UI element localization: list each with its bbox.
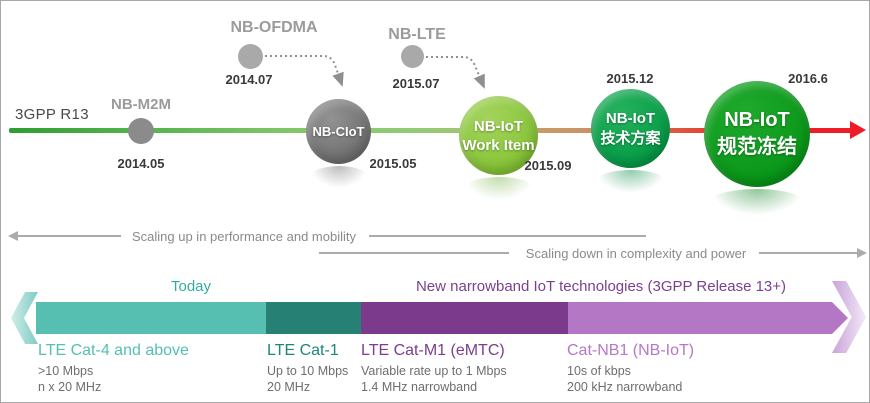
- workitem-reflection: [464, 177, 534, 200]
- cat1-title: LTE Cat-1: [267, 342, 339, 359]
- milestone-circle-workitem: NB-IoT Work Item: [459, 96, 538, 175]
- milestone-date-nb-lte: 2015.07: [392, 76, 440, 91]
- nb-ciot-label: NB-CIoT: [312, 124, 365, 139]
- milestone-dot-nb-ofdma: [238, 44, 263, 69]
- freeze-label-line2: 规范冻结: [717, 136, 797, 158]
- catm1-line1: Variable rate up to 1 Mbps: [361, 364, 507, 378]
- scaling-up-line-right: [369, 235, 646, 237]
- tech-reflection: [596, 170, 666, 193]
- timeline-forward-arrow-icon: [850, 121, 866, 139]
- today-label: Today: [170, 278, 212, 295]
- bar-segment-nb1: [568, 302, 848, 334]
- workitem-label-line1: NB-IoT: [473, 117, 524, 135]
- catm1-line2: 1.4 MHz narrowband: [361, 379, 478, 394]
- cat4-title: LTE Cat-4 and above: [38, 342, 189, 359]
- cat1-line1: Up to 10 Mbps: [267, 364, 349, 378]
- timeline-axis: [9, 128, 819, 133]
- freeze-label-line1: NB-IoT: [724, 109, 790, 131]
- detail-col-nb1: Cat-NB1 (NB-IoT) 10s of kbps 200 kHz nar…: [567, 342, 694, 395]
- milestone-dot-nb-lte: [401, 45, 424, 68]
- milestone-circle-nb-ciot: NB-CIoT: [306, 99, 371, 164]
- scaling-down-right-arrowhead-icon: [857, 248, 867, 258]
- scaling-down-label: Scaling down in complexity and power: [525, 246, 747, 261]
- freeze-reflection: [710, 189, 804, 215]
- bar-segment-cat4: [36, 302, 266, 334]
- milestone-date-nb-ciot: 2015.05: [369, 156, 417, 171]
- scaling-down-line-left: [319, 252, 509, 254]
- scaling-up-left-arrowhead-icon: [8, 231, 18, 241]
- milestone-date-nb-ofdma: 2014.07: [225, 72, 273, 87]
- scaling-down-line-right: [759, 252, 857, 254]
- bar-segment-cat1: [266, 302, 361, 334]
- milestone-label-nb-ofdma: NB-OFDMA: [230, 19, 318, 36]
- milestone-date-workitem: 2015.09: [524, 158, 572, 173]
- tech-label-line1: NB-IoT: [605, 109, 656, 127]
- workitem-label-line2: Work Item: [462, 136, 535, 154]
- milestone-label-nb-lte: NB-LTE: [388, 26, 446, 43]
- cat1-line2: 20 MHz: [267, 379, 311, 394]
- milestone-date-tech: 2015.12: [606, 71, 654, 86]
- scaling-up-line-left: [17, 235, 121, 237]
- era-label: 3GPP R13: [15, 106, 89, 123]
- catm1-title: LTE Cat-M1 (eMTC): [361, 342, 505, 359]
- scaling-up-label: Scaling up in performance and mobility: [131, 229, 356, 244]
- bar-left-chevron-icon: [11, 292, 38, 344]
- detail-col-catm1: LTE Cat-M1 (eMTC) Variable rate up to 1 …: [361, 342, 507, 395]
- detail-col-cat4: LTE Cat-4 and above >10 Mbps n x 20 MHz: [38, 342, 189, 395]
- milestone-date-nb-m2m: 2014.05: [117, 156, 165, 171]
- detail-col-cat1: LTE Cat-1 Up to 10 Mbps 20 MHz: [267, 342, 348, 395]
- cat4-line2: n x 20 MHz: [38, 379, 102, 394]
- timeline-forward-arrow-shaft: [810, 128, 852, 133]
- milestone-date-freeze: 2016.6: [788, 71, 828, 86]
- new-tech-label: New narrowband IoT technologies (3GPP Re…: [415, 278, 787, 295]
- tech-label-line2: 技术方案: [600, 129, 661, 147]
- milestone-circle-tech: NB-IoT 技术方案: [591, 89, 670, 168]
- milestone-circle-freeze: NB-IoT 规范冻结: [704, 81, 810, 187]
- bar-segment-catm1: [361, 302, 568, 334]
- nb1-title: Cat-NB1 (NB-IoT): [567, 342, 695, 359]
- milestone-label-nb-m2m: NB-M2M: [111, 96, 171, 113]
- cat4-line1: >10 Mbps: [38, 364, 94, 378]
- nb1-line2: 200 kHz narrowband: [567, 379, 683, 394]
- milestone-dot-nb-m2m: [128, 118, 154, 144]
- nb1-line1: 10s of kbps: [567, 364, 631, 378]
